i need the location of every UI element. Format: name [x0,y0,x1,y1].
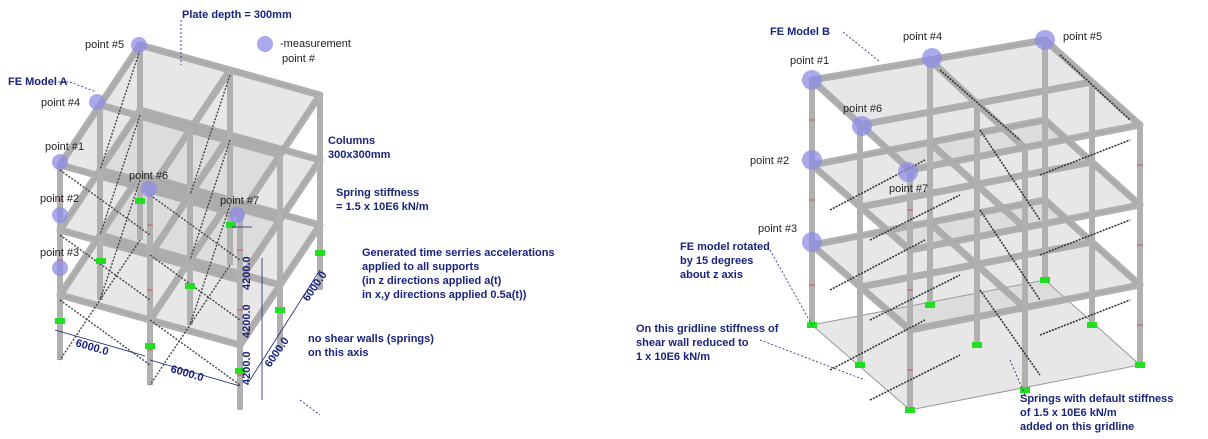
b-point-3-label: point #3 [758,223,797,235]
legend-line-1: -measurement [280,38,351,50]
marker-b-point-5 [1035,30,1055,50]
springs-line-3: added on this gridline [1020,421,1134,433]
marker-a-point-7 [229,207,245,223]
rotated-line-3: about z axis [680,269,743,281]
a-point-2-label: point #2 [40,193,79,205]
b-point-6-label: point #6 [843,103,882,115]
model-b-measurement-points [802,30,1055,252]
model-b-structure [807,36,1145,413]
marker-a-point-4 [89,94,105,110]
marker-b-point-7 [898,162,918,182]
dim-c: 6000.0 [301,269,330,303]
columns-label-2: 300x300mm [328,149,391,161]
noshear-line-1: no shear walls (springs) [308,333,434,345]
legend-line-2: point # [282,53,316,65]
marker-a-point-3 [52,260,68,276]
accel-line-2: applied to all supports [362,261,479,273]
columns-label-1: Columns [328,135,375,147]
a-point-4-label: point #4 [41,97,80,109]
rotated-line-1: FE model rotated [680,241,770,253]
gridline-line-2: shear wall reduced to [636,337,749,349]
marker-a-point-6 [141,181,157,197]
marker-b-point-4 [922,48,942,68]
marker-b-point-6 [852,116,872,136]
gridline-line-3: 1 x 10E6 kN/m [636,351,710,363]
dim-h3: 4200.0 [241,351,253,385]
accel-line-4: in x,y directions applied 0.5a(t)) [362,289,527,301]
legend-marker [257,36,273,52]
accel-line-1: Generated time serries accelerations [362,247,555,259]
marker-a-point-5 [131,37,147,53]
spring-label-2: = 1.5 x 10E6 kN/m [336,201,429,213]
gridline-line-1: On this gridline stiffness of [636,323,779,335]
b-point-1-label: point #1 [790,55,829,67]
spring-label-1: Spring stiffness [336,187,419,199]
a-point-3-label: point #3 [40,247,79,259]
marker-a-point-2 [52,207,68,223]
rotated-line-2: by 15 degrees [680,255,753,267]
a-point-7-label: point #7 [220,195,259,207]
a-point-1-label: point #1 [45,141,84,153]
plate-depth-label: Plate depth = 300mm [182,9,292,21]
springs-line-1: Springs with default stiffness [1020,393,1173,405]
noshear-line-2: on this axis [308,347,369,359]
b-point-7-label: point #7 [889,183,928,195]
marker-b-point-3 [802,232,822,252]
dim-d: 6000.0 [263,335,292,369]
model-b-title: FE Model B [770,26,830,38]
model-a-structure [55,41,325,410]
springs-line-2: of 1.5 x 10E6 kN/m [1020,407,1117,419]
a-point-5-label: point #5 [85,39,124,51]
b-point-5-label: point #5 [1063,31,1102,43]
marker-a-point-1 [52,154,68,170]
b-point-2-label: point #2 [750,155,789,167]
dim-h1: 4200.0 [241,256,253,290]
dim-h2: 4200.0 [241,304,253,338]
model-a-title: FE Model A [8,76,68,88]
accel-line-3: (in z directions applied a(t) [362,275,502,287]
marker-b-point-1 [802,70,822,90]
dim-b: 6000.0 [169,363,205,384]
marker-b-point-2 [802,150,822,170]
model-a-measurement-points [52,36,273,276]
b-point-4-label: point #4 [903,31,942,43]
a-point-6-label: point #6 [129,170,168,182]
